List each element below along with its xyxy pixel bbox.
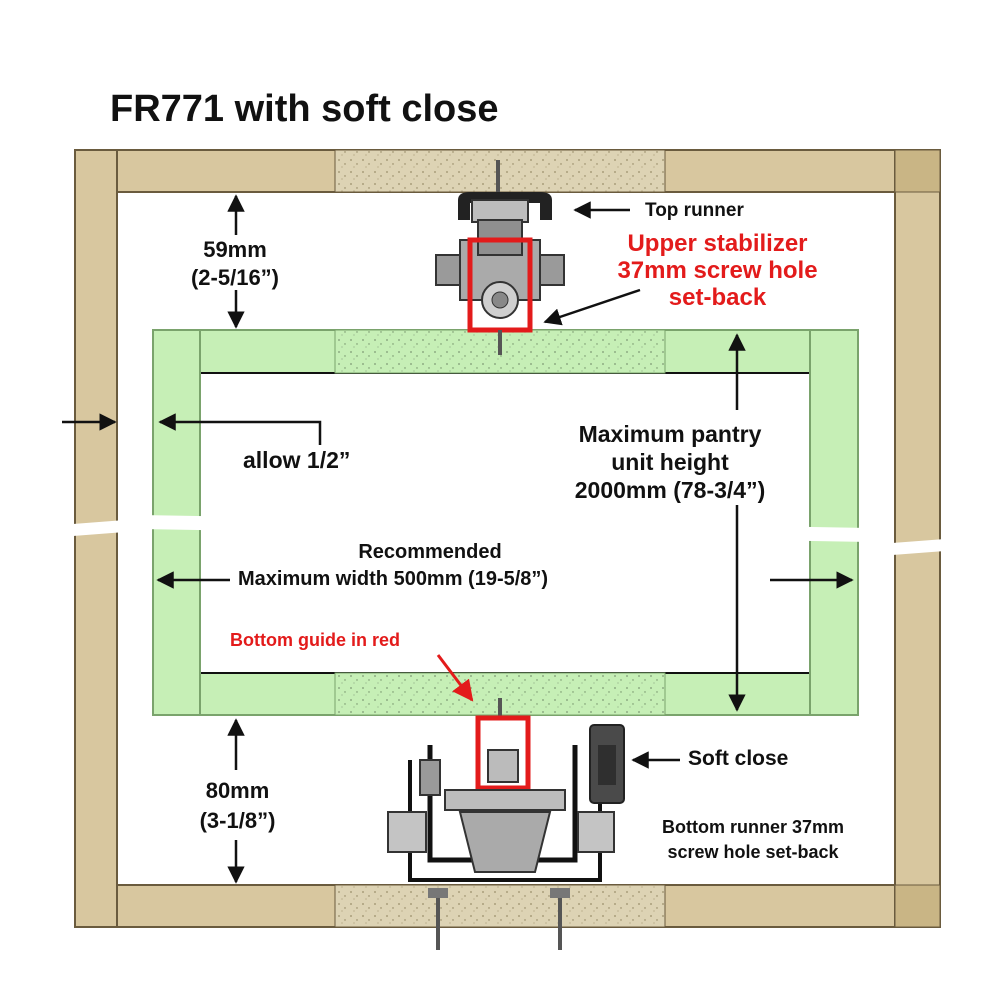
max-height-line-1: Maximum pantry — [578, 421, 762, 447]
bottom-guide-label: Bottom guide in red — [230, 630, 400, 650]
upper-stabilizer-line-1: Upper stabilizer — [627, 230, 808, 257]
pantry-unit — [140, 329, 870, 716]
top-gap-metric: 59mm — [203, 237, 267, 262]
dimension-arrows — [62, 194, 854, 884]
allow-arrow-inner — [158, 413, 322, 445]
bottom-runner-line-1: Bottom runner 37mm — [661, 817, 845, 837]
bottom-runner-line-2: screw hole set-back — [667, 842, 839, 862]
bottom-runner-label: Bottom runner 37mm screw hole set-back — [628, 815, 878, 865]
top-runner-label: Top runner — [645, 200, 744, 221]
diagram-title: FR771 with soft close — [110, 88, 499, 130]
max-height-line-3: 2000mm (78-3/4”) — [574, 477, 766, 503]
bottom-runner-hardware — [387, 698, 625, 950]
bottom-gap-label: 80mm (3-1/8”) — [165, 776, 310, 836]
max-height-label: Maximum pantry unit height 2000mm (78-3/… — [535, 420, 805, 504]
stabilizer-arrow — [543, 288, 641, 326]
recommended-label: Recommended — [358, 541, 502, 563]
soft-close-label: Soft close — [688, 747, 789, 770]
bottom-gap-metric: 80mm — [205, 778, 270, 803]
bottom-guide-arrow — [436, 654, 474, 702]
upper-stabilizer-line-3: set-back — [668, 284, 767, 311]
bottom-gap-imperial: (3-1/8”) — [199, 808, 276, 833]
allow-label: allow 1/2” — [243, 447, 351, 473]
top-gap-imperial: (2-5/16”) — [190, 265, 280, 290]
max-width-label: Maximum width 500mm (19-5/8”) — [238, 568, 549, 590]
upper-stabilizer-line-2: 37mm screw hole — [617, 257, 818, 284]
top-runner-hardware — [435, 160, 565, 355]
top-gap-label: 59mm (2-5/16”) — [160, 236, 310, 292]
cabinet-frame — [60, 149, 945, 928]
max-height-line-2: unit height — [611, 449, 729, 475]
upper-stabilizer-label: Upper stabilizer 37mm screw hole set-bac… — [575, 230, 860, 311]
